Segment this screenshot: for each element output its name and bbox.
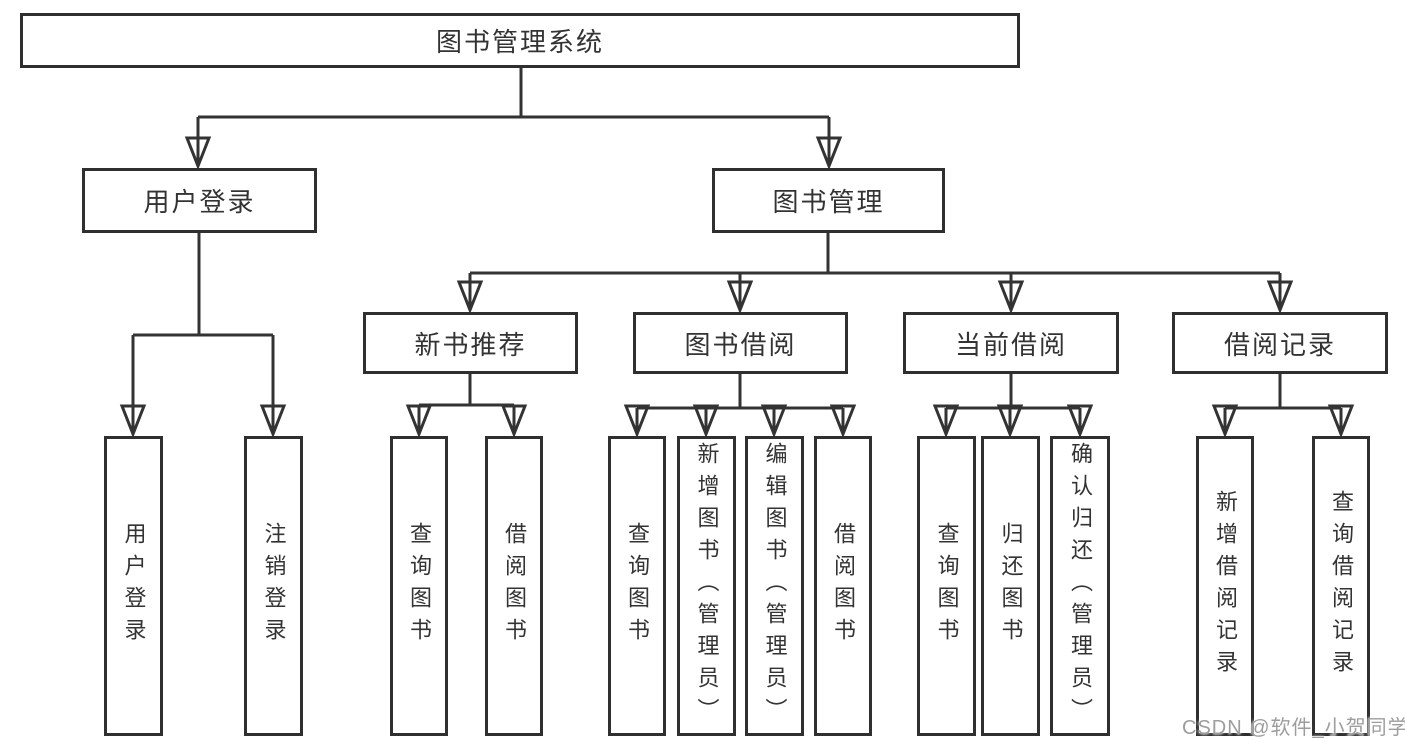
- node-new-book-recommend: 新书推荐: [363, 312, 578, 374]
- leaf-bb-query-book-label: 查询图书: [625, 522, 650, 650]
- node-new-book-recommend-label: 新书推荐: [414, 329, 527, 360]
- leaf-user-login: 用户登录: [104, 436, 163, 736]
- branch-borrow-record: [1225, 374, 1341, 410]
- leaf-br-query-record-label: 查询借阅记录: [1329, 490, 1354, 682]
- node-book-management: 图书管理: [712, 168, 945, 233]
- leaf-rec-borrow-book: 借阅图书: [485, 436, 543, 736]
- leaf-bb-add-book-admin-label: 新增图书（管理员）: [694, 442, 720, 730]
- leaf-cb-return-book-label: 归还图书: [998, 522, 1024, 650]
- node-book-management-label: 图书管理: [772, 187, 885, 217]
- leaf-cb-return-book: 归还图书: [981, 436, 1040, 736]
- leaf-br-add-record-label: 新增借阅记录: [1213, 490, 1238, 682]
- leaf-cb-query-book: 查询图书: [917, 436, 976, 736]
- leaf-rec-borrow-book-label: 借阅图书: [502, 522, 527, 650]
- leaf-cb-query-book-label: 查询图书: [934, 522, 960, 650]
- node-current-borrow: 当前借阅: [903, 312, 1119, 374]
- csdn-watermark: CSDN @软件_小贺同学: [1182, 717, 1405, 739]
- branch-book-borrow: [637, 374, 843, 410]
- leaf-rec-query-book: 查询图书: [390, 436, 448, 736]
- leaf-br-add-record: 新增借阅记录: [1196, 436, 1254, 736]
- branch-root: [198, 68, 829, 119]
- leaf-bb-edit-book-admin-label: 编辑图书（管理员）: [762, 442, 788, 730]
- node-user-login-label: 用户登录: [143, 187, 256, 217]
- leaf-br-query-record: 查询借阅记录: [1312, 436, 1370, 736]
- node-root-label: 图书管理系统: [435, 27, 604, 57]
- node-root: 图书管理系统: [20, 13, 1020, 68]
- leaf-bb-query-book: 查询图书: [608, 436, 666, 736]
- branch-new-book-recommend: [419, 374, 514, 407]
- leaf-bb-borrow-book-label: 借阅图书: [831, 522, 856, 650]
- node-user-login: 用户登录: [82, 168, 317, 233]
- leaf-bb-add-book-admin: 新增图书（管理员）: [677, 436, 736, 736]
- leaf-logout-label: 注销登录: [261, 522, 287, 650]
- leaf-cb-confirm-return-admin-label: 确认归还（管理员）: [1068, 442, 1093, 730]
- leaf-bb-edit-book-admin: 编辑图书（管理员）: [745, 436, 804, 736]
- leaf-bb-borrow-book: 借阅图书: [814, 436, 872, 736]
- leaf-cb-confirm-return-admin: 确认归还（管理员）: [1050, 436, 1110, 736]
- leaf-rec-query-book-label: 查询图书: [407, 522, 432, 650]
- node-book-borrow: 图书借阅: [633, 312, 848, 374]
- leaf-logout: 注销登录: [244, 436, 303, 736]
- node-book-borrow-label: 图书借阅: [684, 329, 797, 360]
- branch-book-management: [470, 233, 1280, 275]
- node-borrow-record: 借阅记录: [1172, 312, 1388, 374]
- node-borrow-record-label: 借阅记录: [1223, 329, 1336, 360]
- branch-user-login: [133, 233, 273, 337]
- leaf-user-login-label: 用户登录: [121, 522, 147, 650]
- node-current-borrow-label: 当前借阅: [954, 329, 1067, 360]
- branch-current-borrow: [946, 374, 1080, 410]
